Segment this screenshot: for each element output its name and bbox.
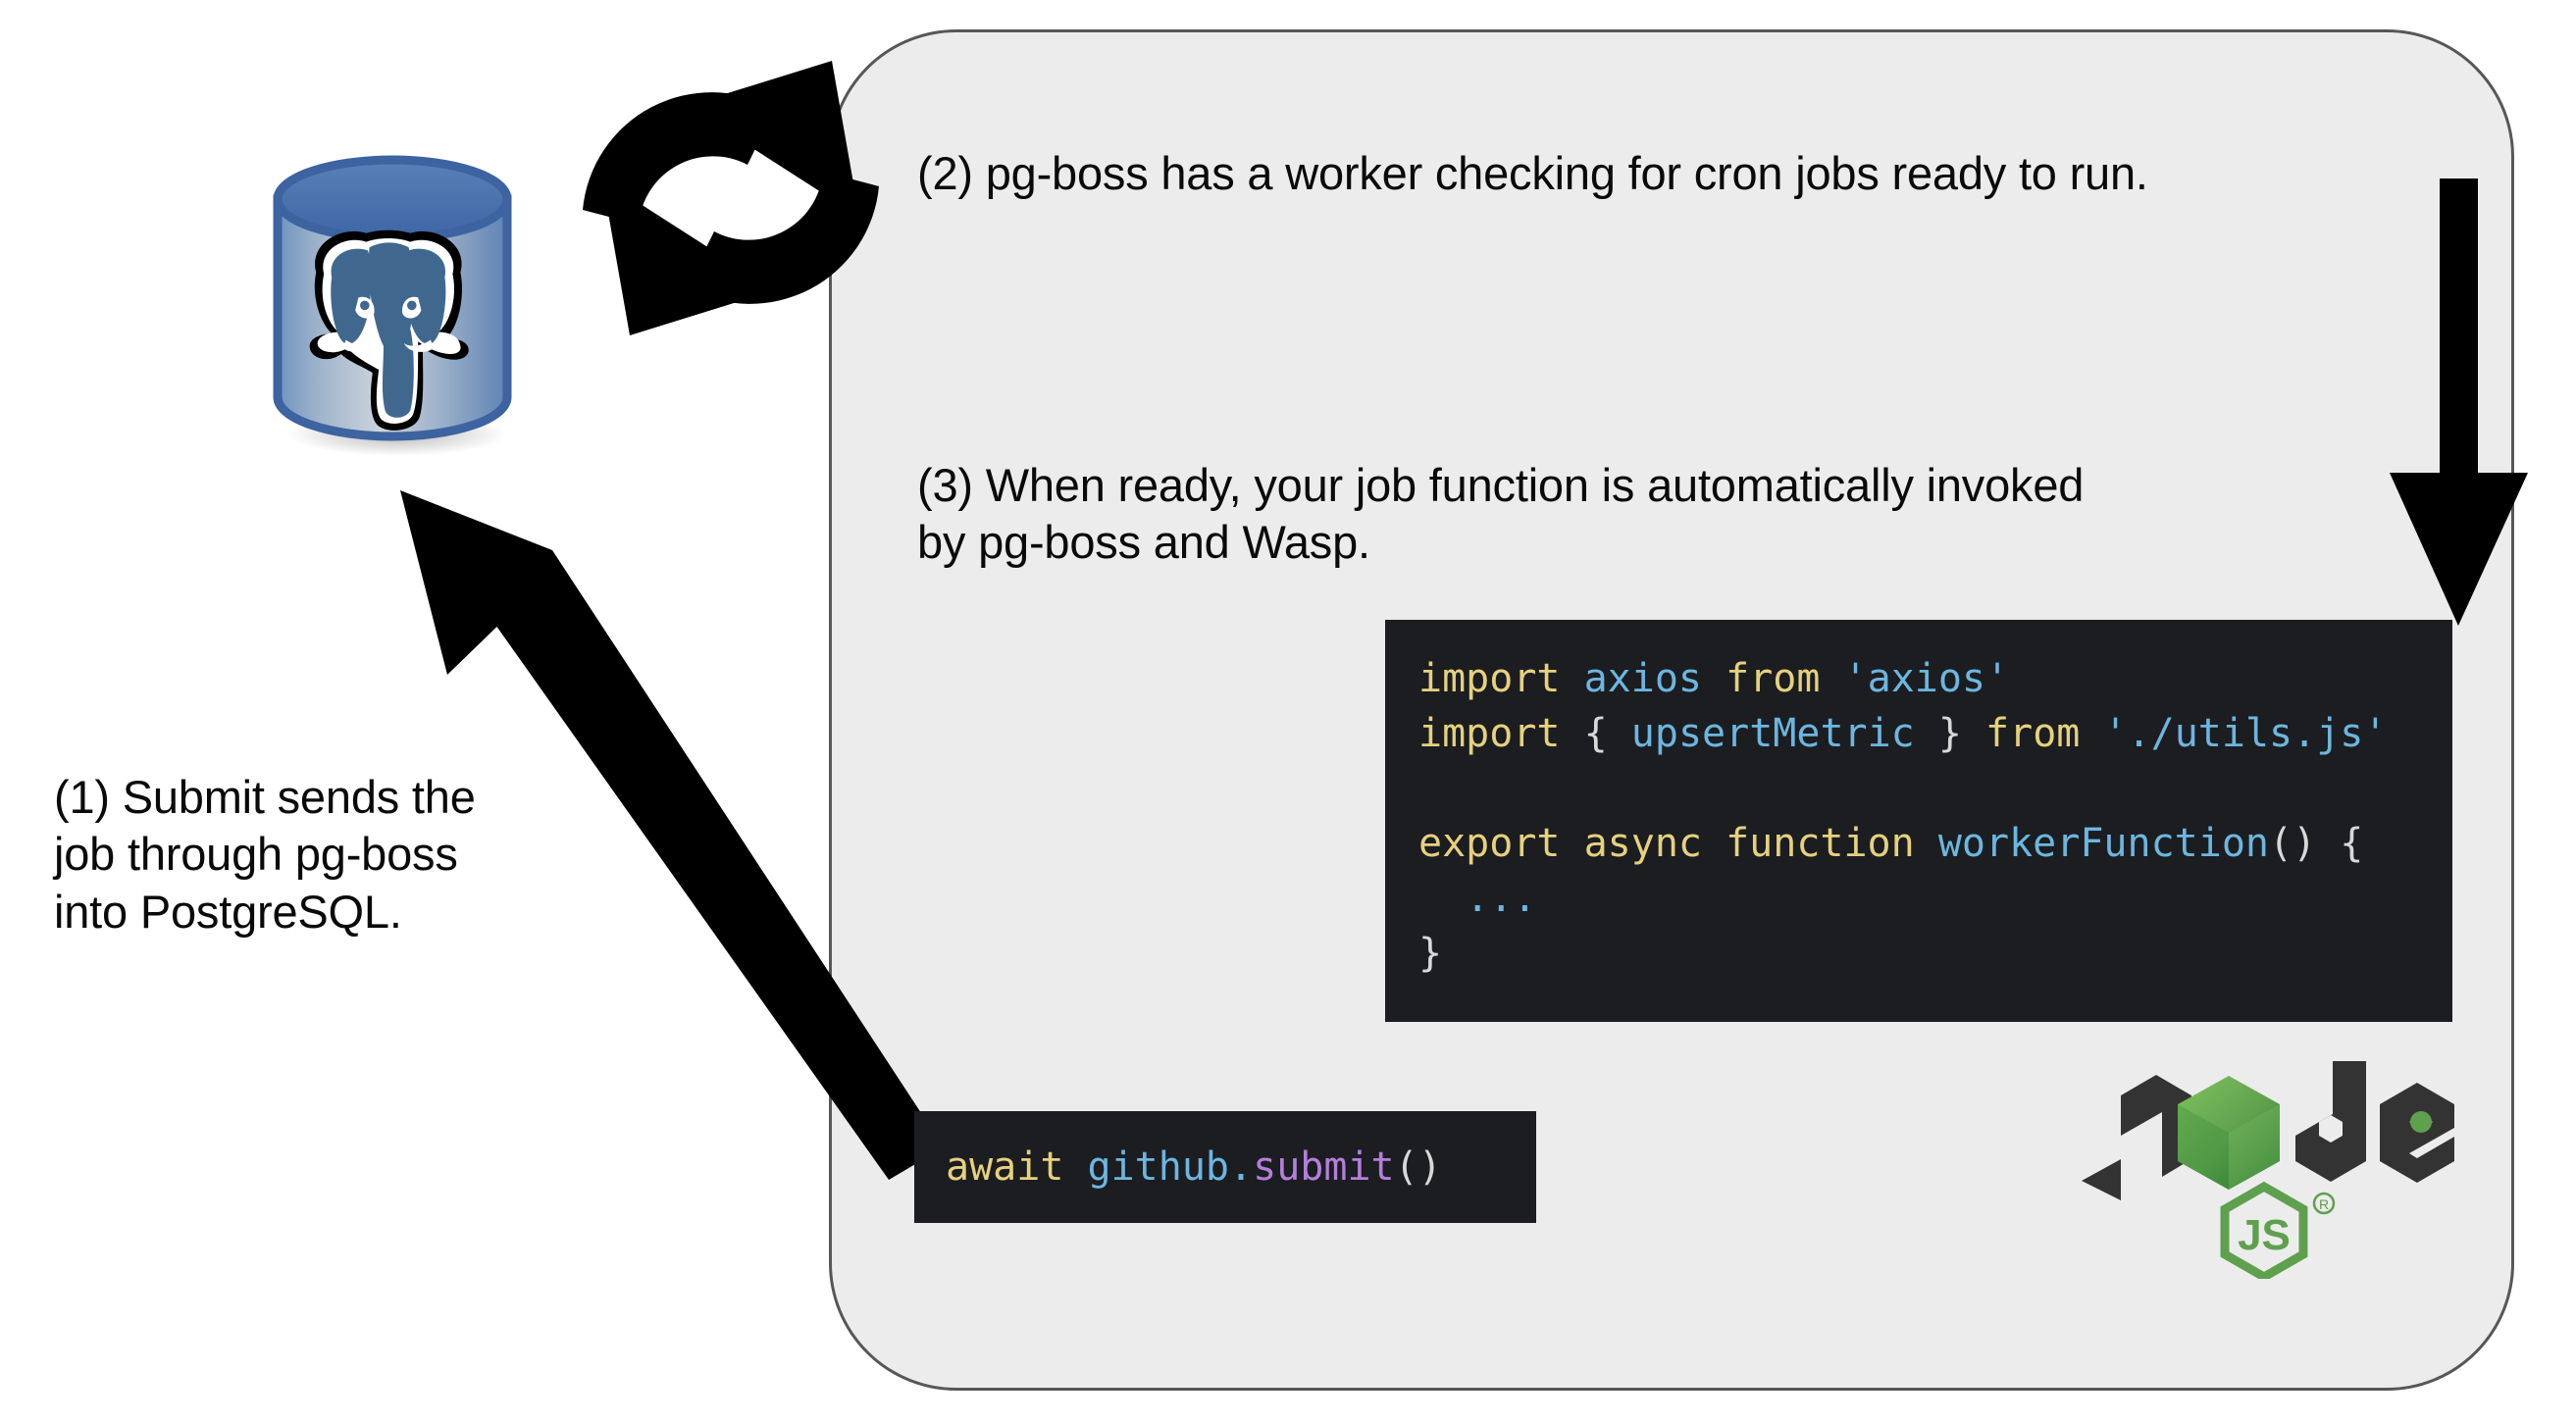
svg-text:JS: JS — [2238, 1211, 2291, 1259]
worker-code-block: import axios from 'axios'import { upsert… — [1385, 620, 2452, 1022]
code-line: import axios from 'axios' — [1418, 651, 2452, 706]
code-token: await — [946, 1144, 1064, 1190]
code-token: ... — [1466, 876, 1537, 921]
code-token — [1915, 711, 1938, 756]
code-token: import — [1418, 656, 1561, 701]
code-token — [1962, 711, 1985, 756]
caption-step-1: (1) Submit sends the job through pg-boss… — [54, 771, 476, 938]
code-line: import { upsertMetric } from './utils.js… — [1418, 706, 2452, 761]
code-token: from — [1985, 711, 2081, 756]
code-token: import — [1418, 711, 1561, 756]
caption-step-3: (3) When ready, your job function is aut… — [917, 459, 2085, 569]
code-token: from — [1726, 656, 1821, 701]
code-token: 'axios' — [1843, 656, 2010, 701]
code-token: () { — [2268, 821, 2364, 866]
code-token: submit — [1253, 1144, 1395, 1190]
code-token: . — [1229, 1144, 1254, 1190]
code-token: './utils.js' — [2103, 711, 2388, 756]
code-token: { — [1583, 711, 1608, 756]
code-token: () — [1394, 1144, 1442, 1190]
code-token — [2080, 711, 2103, 756]
code-token: } — [1937, 711, 1962, 756]
code-token — [1561, 656, 1584, 701]
code-line: } — [1418, 926, 2452, 981]
code-line: ... — [1418, 871, 2452, 926]
code-token: workerFunction — [1937, 821, 2269, 866]
code-token — [1820, 656, 1843, 701]
code-token — [1608, 711, 1631, 756]
code-token: export async function — [1418, 821, 1915, 866]
code-token: upsertMetric — [1630, 711, 1915, 756]
code-token — [1702, 656, 1726, 701]
code-token: } — [1418, 931, 1443, 976]
code-line: export async function workerFunction() { — [1418, 816, 2452, 871]
code-token: axios — [1583, 656, 1703, 701]
caption-step-2: (2) pg-boss has a worker checking for cr… — [917, 147, 2148, 199]
code-token — [1561, 711, 1584, 756]
code-line — [1418, 761, 2452, 816]
svg-text:R: R — [2319, 1196, 2329, 1212]
code-token — [1418, 876, 1466, 921]
code-token — [1063, 1144, 1087, 1190]
submit-code-snippet: await github.submit() — [914, 1111, 1536, 1223]
code-token — [1915, 821, 1938, 866]
code-token: github — [1087, 1144, 1230, 1190]
postgresql-icon — [273, 155, 512, 456]
nodejs-icon: JS R — [2082, 1061, 2454, 1279]
